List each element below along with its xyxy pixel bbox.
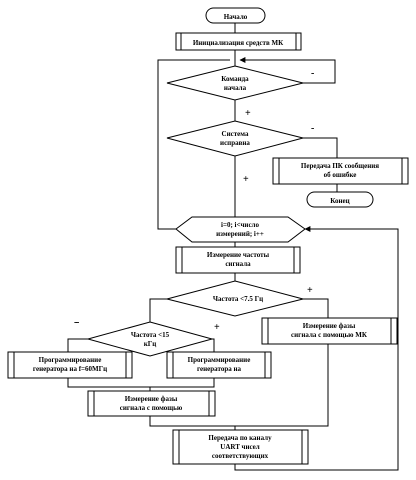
label-line: начала	[224, 84, 247, 92]
edge-phasemk-merge	[235, 344, 329, 427]
node-start: Начало	[205, 7, 266, 24]
sign-ready-no: -	[311, 123, 314, 134]
label-line: Передача ПК сообщения	[301, 162, 379, 170]
branch-signs: - + - + - + - +	[74, 68, 314, 333]
node-init-label: Инициализация средств МК	[193, 39, 284, 47]
node-start-label: Начало	[224, 13, 248, 21]
label-line: сигнала	[225, 260, 251, 268]
label-line: измерений; i++	[216, 230, 264, 238]
edge-c15-yes	[212, 338, 215, 352]
sign-c15-yes: +	[214, 322, 220, 333]
label-line: генератора на	[197, 365, 242, 373]
edge-ready-no	[303, 137, 338, 158]
label-line: UART чисел	[220, 443, 259, 451]
edge-progfx-merge	[150, 378, 215, 388]
label-line: сигнала с помощью МК	[291, 331, 368, 339]
label-line: Конец	[330, 197, 349, 205]
label-line: Программирование	[188, 356, 251, 364]
label-line: Команда	[221, 75, 249, 83]
sign-cmd-no: -	[311, 68, 314, 79]
label-line: Система	[222, 130, 249, 138]
sign-c75-no: -	[76, 317, 79, 328]
node-init: Инициализация средств МК	[175, 32, 302, 51]
edge-c75-no	[149, 298, 167, 322]
label-line: Частота <7.5 Гц	[213, 295, 263, 303]
edge-c15-no	[67, 338, 88, 352]
label-line: кГц	[144, 340, 157, 348]
label-line: сигнала с помощью	[120, 404, 183, 412]
sign-cmd-yes: +	[245, 108, 251, 119]
node-end: Конец	[306, 191, 374, 208]
edge-uart-loop	[234, 226, 399, 471]
label-line: соответствующих	[212, 452, 269, 460]
edge-c75-yes	[303, 298, 329, 318]
node-cond-75: Частота <7.5 Гц	[166, 280, 304, 317]
label-line: Передача по каналу	[208, 434, 272, 442]
label-line: исправна	[220, 139, 250, 147]
edge-prog60-merge	[67, 378, 150, 388]
label-line: Начало	[224, 13, 248, 21]
label-line: генератора на f=60МГц	[33, 365, 107, 373]
node-end-label: Конец	[330, 197, 349, 205]
label-line: Измерение фазы	[303, 322, 356, 330]
sign-ready-yes: +	[243, 174, 249, 185]
sign-c15-no: -	[74, 317, 77, 328]
label-line: Измерение частоты	[207, 251, 270, 259]
edge-phasegen-merge	[149, 416, 235, 427]
edge-left-return	[157, 59, 230, 230]
sign-c75-yes: +	[307, 285, 313, 296]
label-line: Измерение фазы	[125, 395, 178, 403]
edge-cmd-no-loop	[239, 57, 336, 84]
node-cond-75-label: Частота <7.5 Гц	[213, 295, 263, 303]
label-line: Частота <15	[131, 331, 170, 339]
label-line: об ошибке	[324, 171, 357, 179]
label-line: i=0; i<число	[221, 221, 259, 229]
label-line: Инициализация средств МК	[193, 39, 284, 47]
label-line: Программирование	[39, 356, 102, 364]
edges	[67, 23, 399, 471]
